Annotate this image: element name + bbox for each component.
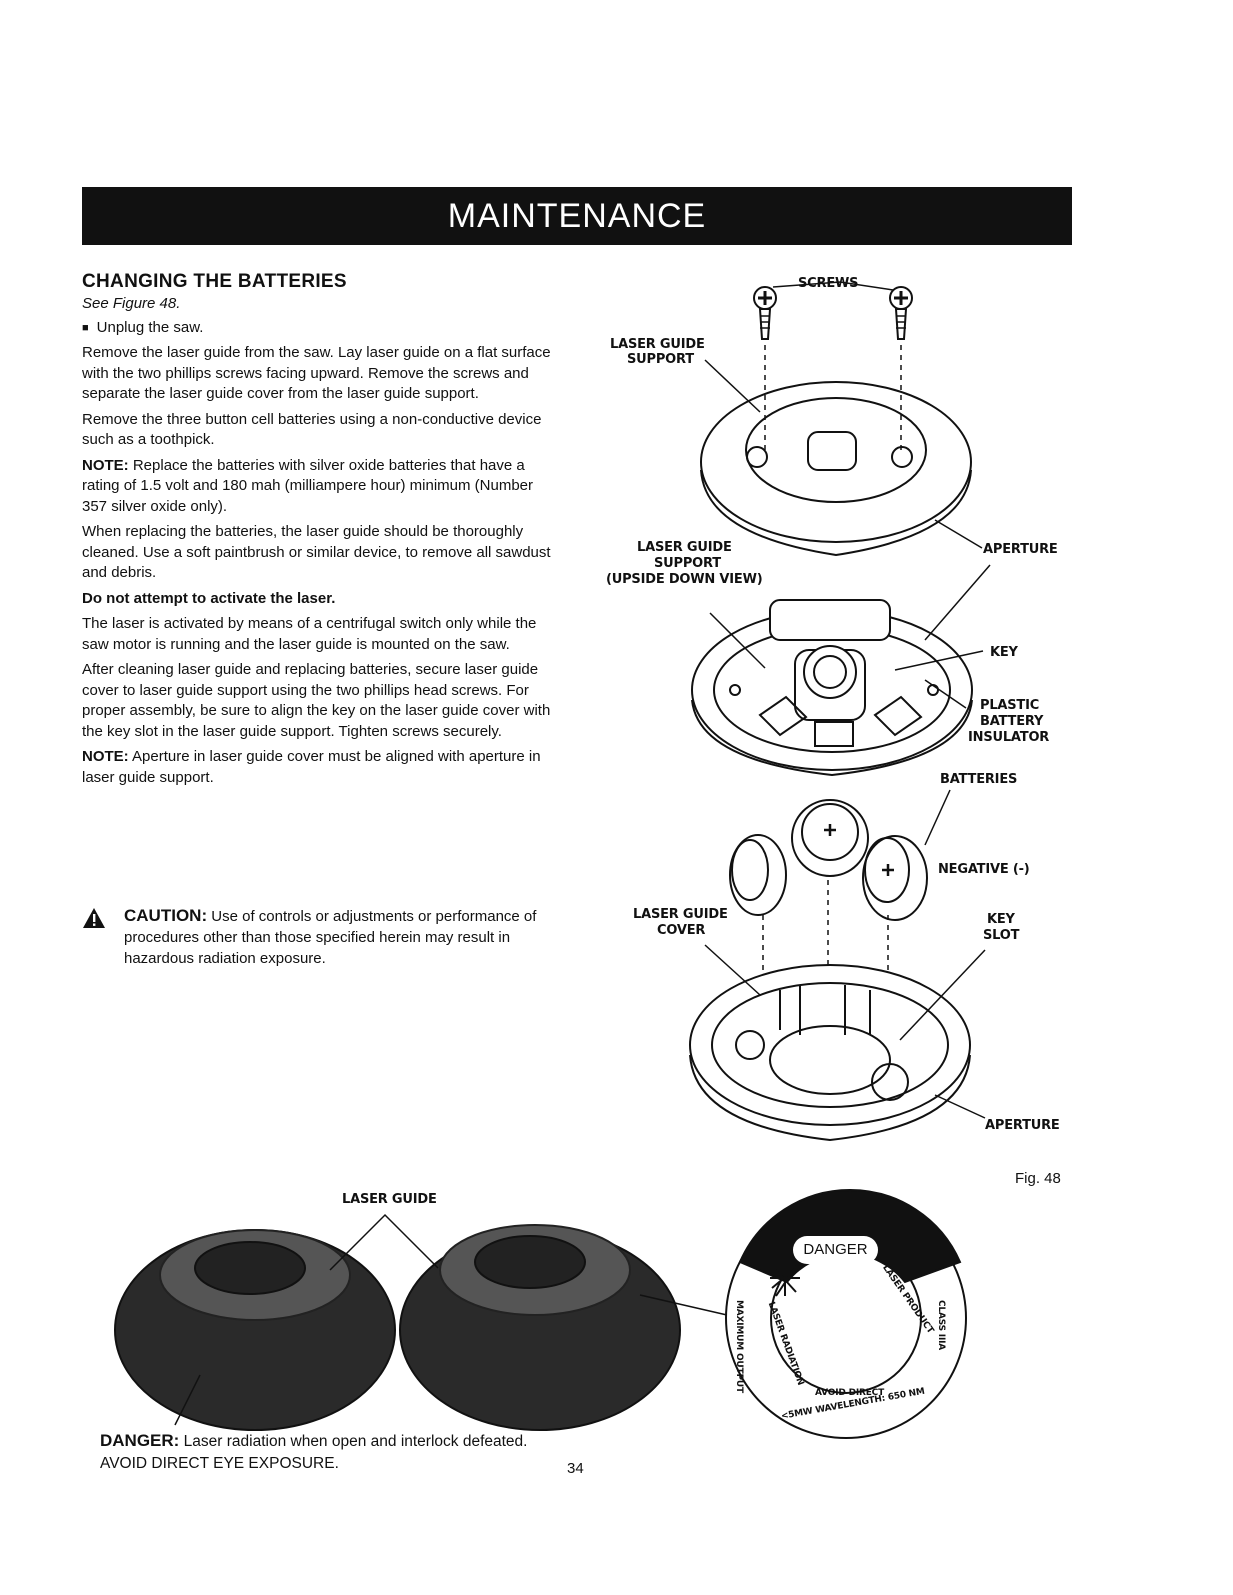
label-laser-guide-cover: LASER GUIDE bbox=[633, 907, 728, 922]
laser-guide-support-bottom bbox=[691, 599, 973, 777]
paragraph-remove-guide: Remove the laser guide from the saw. Lay… bbox=[82, 344, 551, 402]
sticker-maximum-output: MAXIMUM OUTPUT bbox=[734, 1300, 744, 1393]
laser-guide-photo-left bbox=[114, 1229, 396, 1431]
label-laser-guide: LASER GUIDE bbox=[342, 1192, 437, 1207]
paragraph-reassembly: After cleaning laser guide and replacing… bbox=[82, 661, 551, 740]
figure-reference: See Figure 48. bbox=[82, 295, 181, 312]
paragraph-centrifugal-switch: The laser is activated by means of a cen… bbox=[82, 615, 537, 653]
note-text: Aperture in laser guide cover must be al… bbox=[82, 748, 541, 786]
section-heading: CHANGING THE BATTERIES bbox=[82, 271, 347, 292]
caution-text: Use of controls or adjustments or perfor… bbox=[124, 908, 537, 967]
battery-icon bbox=[729, 834, 787, 916]
laser-guide-cover bbox=[689, 964, 971, 1142]
section-banner: MAINTENANCE bbox=[82, 187, 1072, 245]
screw-icon bbox=[753, 286, 777, 340]
laser-guide-photo-right bbox=[399, 1224, 681, 1431]
paragraph-remove-batteries: Remove the three button cell batteries u… bbox=[82, 410, 542, 449]
note-batteries: NOTE: Replace the batteries with silver … bbox=[82, 456, 562, 518]
battery-icon bbox=[862, 835, 928, 921]
caution-label: CAUTION: bbox=[124, 906, 208, 925]
label-upside-down-view: (UPSIDE DOWN VIEW) bbox=[606, 572, 763, 587]
note-label: NOTE: bbox=[82, 456, 129, 474]
caution-box: CAUTION: Use of controls or adjustments … bbox=[82, 905, 562, 969]
laser-starburst-icon bbox=[770, 1265, 800, 1297]
label-plastic-battery-insulator: INSULATOR bbox=[968, 730, 1050, 745]
sticker-class: CLASS IIIA bbox=[936, 1300, 946, 1351]
label-plastic-battery-insulator: BATTERY bbox=[980, 714, 1044, 729]
danger-text: Laser radiation when open and interlock … bbox=[100, 1433, 528, 1472]
instructions-column: CHANGING THE BATTERIES See Figure 48. Un… bbox=[82, 270, 562, 793]
label-batteries: BATTERIES bbox=[940, 772, 1018, 787]
figure-caption: Fig. 48 bbox=[1015, 1170, 1061, 1187]
screw-icon bbox=[889, 286, 913, 340]
battery-icon bbox=[791, 799, 869, 877]
sticker-danger-badge: DANGER bbox=[793, 1236, 878, 1264]
label-aperture-bottom: APERTURE bbox=[985, 1118, 1060, 1133]
label-aperture: APERTURE bbox=[983, 542, 1058, 557]
label-screws: SCREWS bbox=[798, 276, 859, 291]
note-text: Replace the batteries with silver oxide … bbox=[82, 456, 534, 515]
label-laser-guide-cover: COVER bbox=[657, 923, 706, 938]
sticker-avoid-direct: AVOID DIRECT bbox=[815, 1388, 885, 1398]
label-laser-guide-support: LASER GUIDE bbox=[610, 337, 705, 352]
bullet-step: Unplug the saw. bbox=[82, 318, 562, 339]
label-key: KEY bbox=[990, 645, 1018, 660]
laser-guide-support-top bbox=[700, 381, 972, 557]
danger-notice: DANGER: Laser radiation when open and in… bbox=[100, 1430, 560, 1475]
page-number: 34 bbox=[567, 1460, 584, 1477]
label-laser-guide-support-bottom: SUPPORT bbox=[654, 556, 721, 571]
danger-label: DANGER: bbox=[100, 1431, 180, 1450]
label-laser-guide-support-bottom: LASER GUIDE bbox=[637, 540, 732, 555]
bullet-text: Unplug the saw. bbox=[96, 318, 204, 336]
note-aperture: NOTE: Aperture in laser guide cover must… bbox=[82, 747, 562, 788]
warning-do-not-activate: Do not attempt to activate the laser. bbox=[82, 589, 336, 607]
label-negative: NEGATIVE (-) bbox=[938, 862, 1030, 877]
label-key-slot: SLOT bbox=[983, 928, 1020, 943]
note-label: NOTE: bbox=[82, 748, 129, 765]
label-key-slot: KEY bbox=[987, 912, 1015, 927]
label-plastic-battery-insulator: PLASTIC bbox=[980, 698, 1040, 713]
warning-triangle-icon bbox=[83, 908, 105, 928]
label-laser-guide-support: SUPPORT bbox=[627, 352, 694, 367]
paragraph-cleaning: When replacing the batteries, the laser … bbox=[82, 523, 551, 581]
